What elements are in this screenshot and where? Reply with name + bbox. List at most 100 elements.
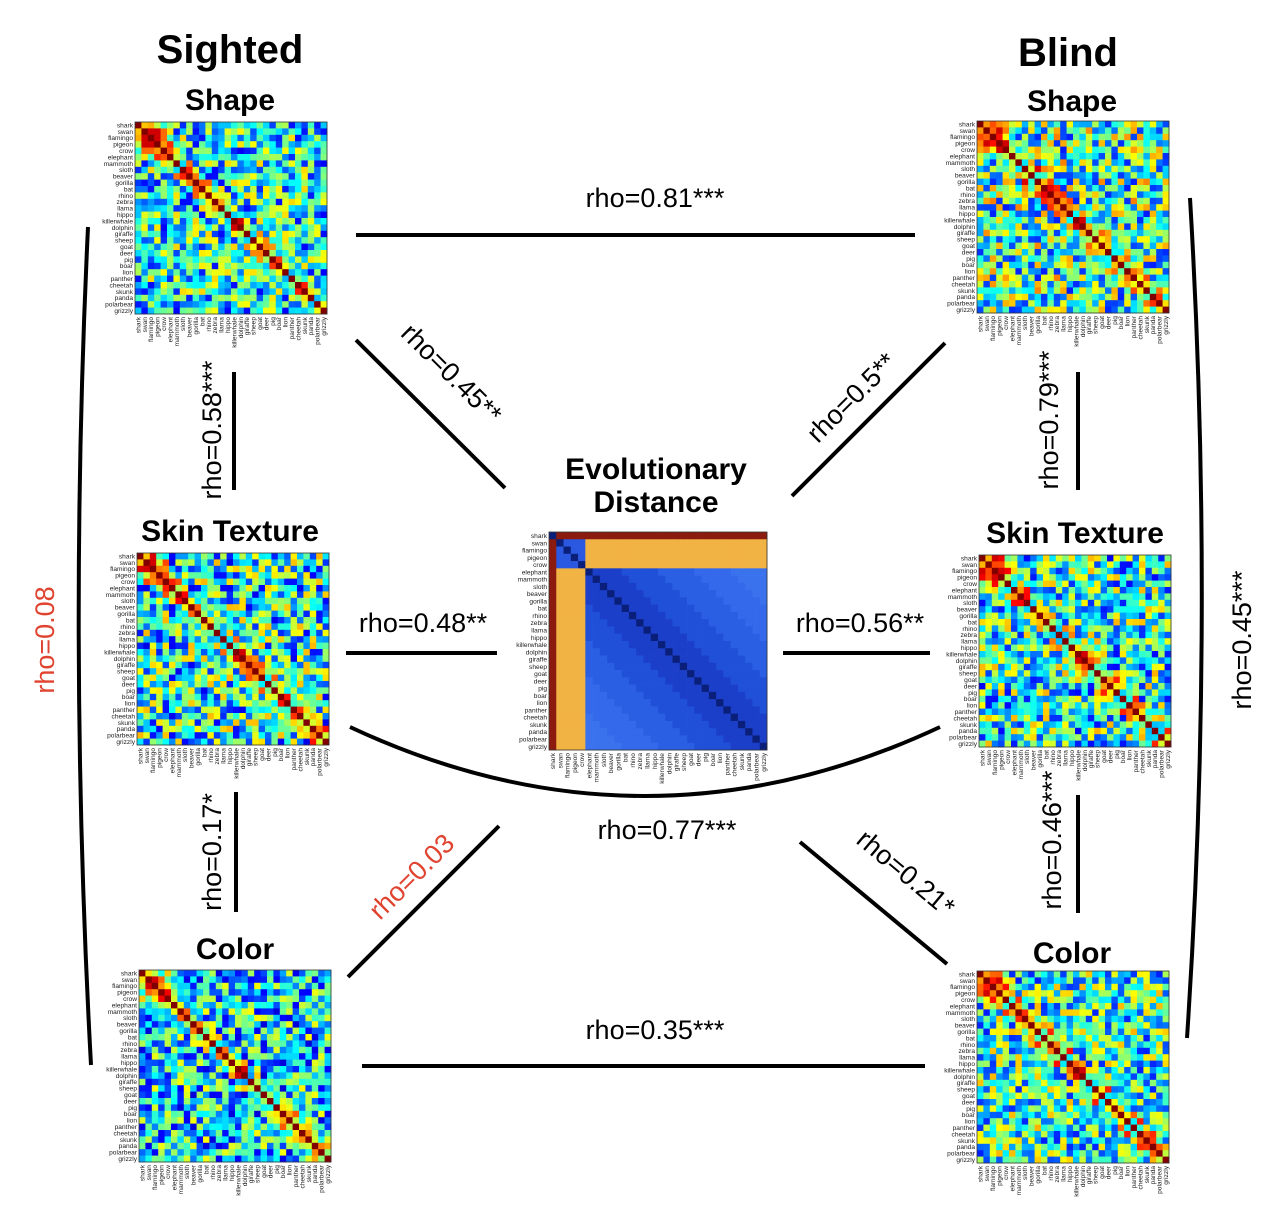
row-label: bat [966, 185, 975, 192]
matrix-cell [269, 186, 277, 193]
matrix-cell [1085, 274, 1093, 282]
matrix-cell [282, 262, 289, 270]
matrix-cell [1009, 204, 1016, 211]
matrix-cell [320, 230, 328, 238]
matrix-cell [239, 617, 247, 624]
matrix-cell [1113, 657, 1121, 665]
matrix-cell [252, 591, 259, 599]
matrix-cell [228, 989, 236, 996]
row-label: mammoth [948, 594, 978, 601]
matrix-cell [1130, 172, 1138, 179]
matrix-cell [145, 1142, 153, 1150]
row-label: bat [124, 186, 133, 193]
column-label: zebra [1054, 316, 1061, 333]
matrix-cell [256, 166, 264, 174]
matrix-cell [237, 141, 245, 148]
matrix-cell [288, 134, 296, 142]
matrix-cell [1113, 612, 1121, 620]
matrix-cell [991, 695, 999, 703]
matrix-cell [292, 1046, 300, 1054]
matrix-cell [1087, 727, 1095, 735]
matrix-cell [231, 301, 238, 308]
matrix-cell [1107, 657, 1114, 665]
matrix-cell [998, 599, 1005, 607]
matrix-cell [1023, 625, 1031, 633]
matrix-cell [1075, 663, 1082, 671]
matrix-cell [318, 1046, 325, 1054]
matrix-cell [1002, 996, 1010, 1004]
matrix-cell [147, 243, 155, 251]
matrix-cell [250, 262, 257, 270]
matrix-cell [1028, 306, 1035, 314]
matrix-cell [322, 706, 330, 714]
matrix-cell [1002, 990, 1010, 997]
matrix-cell [220, 604, 227, 611]
matrix-cell [1015, 996, 1023, 1004]
column-label: cheetah [295, 317, 302, 341]
matrix-cell [1111, 977, 1119, 985]
matrix-cell [1162, 165, 1170, 173]
matrix-cell [1043, 734, 1050, 741]
matrix-cell [252, 668, 259, 675]
matrix-cell [1028, 990, 1035, 997]
matrix-cell [1085, 140, 1093, 147]
matrix-cell [190, 1040, 197, 1048]
matrix-cell [309, 693, 317, 701]
matrix-cell [1068, 593, 1076, 601]
matrix-cell [1098, 249, 1106, 256]
matrix-cell [228, 1053, 236, 1060]
matrix-cell [286, 1078, 293, 1086]
matrix-cell [311, 1053, 319, 1060]
row-label: hippo [959, 211, 975, 218]
matrix-cell [983, 293, 991, 301]
matrix-cell [250, 179, 257, 187]
matrix-cell [1075, 625, 1082, 633]
matrix-cell [247, 1066, 255, 1073]
matrix-cell [241, 1002, 249, 1009]
matrix-cell [222, 995, 229, 1003]
matrix-cell [231, 237, 238, 244]
matrix-cell [279, 1149, 287, 1156]
matrix-cell [1100, 670, 1108, 677]
matrix-cell [256, 275, 264, 283]
matrix-cell [1047, 121, 1055, 128]
matrix-cell [989, 287, 997, 295]
matrix-cell [1055, 708, 1063, 716]
matrix-cell [1041, 249, 1048, 256]
matrix-cell [220, 591, 227, 599]
matrix-cell [1015, 178, 1023, 186]
matrix-cell [1079, 287, 1087, 295]
matrix-cell [203, 1130, 210, 1137]
matrix-cell [1162, 268, 1170, 275]
matrix-cell [295, 122, 302, 129]
matrix-cell [154, 224, 161, 232]
matrix-cell [233, 636, 240, 643]
matrix-cell [1053, 983, 1061, 991]
matrix-cell [1145, 593, 1153, 601]
matrix-cell [979, 708, 986, 716]
matrix-cell [303, 668, 311, 675]
matrix-cell [1017, 734, 1025, 741]
matrix-cell [1158, 638, 1165, 645]
matrix-cell [983, 983, 991, 991]
matrix-cell [1073, 990, 1080, 997]
matrix-cell [186, 173, 193, 180]
matrix-cell [201, 591, 208, 599]
matrix-cell [1021, 255, 1029, 263]
matrix-cell [311, 1059, 319, 1067]
matrix-cell [201, 623, 208, 631]
matrix-cell [316, 668, 323, 675]
matrix-cell [209, 1123, 217, 1131]
matrix-cell [265, 706, 272, 714]
row-label: grizzly [116, 739, 135, 746]
matrix-cell [205, 173, 213, 180]
matrix-cell [137, 623, 144, 631]
matrix-cell [154, 256, 161, 264]
matrix-cell [181, 661, 189, 669]
matrix-cell [231, 262, 238, 270]
matrix-cell [1111, 185, 1119, 192]
matrix-cell [275, 307, 283, 315]
matrix-cell [228, 1149, 236, 1156]
row-label: shark [961, 555, 978, 562]
row-label: mammoth [946, 160, 976, 167]
